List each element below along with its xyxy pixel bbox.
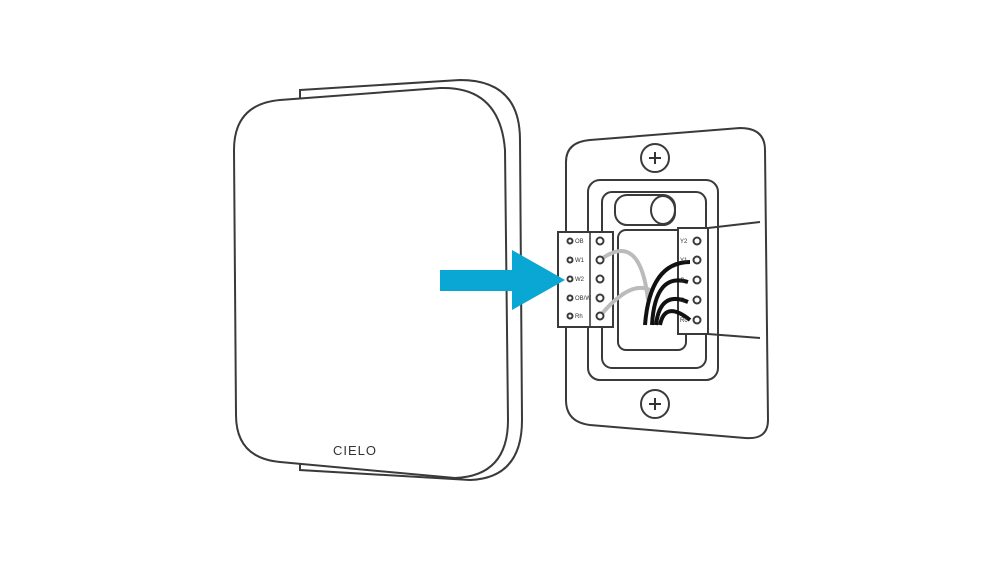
- terminal-label: C: [680, 298, 685, 304]
- thermostat-device: CIELO: [232, 78, 524, 482]
- terminal-label: W2: [575, 277, 585, 283]
- terminal-label: W1: [575, 258, 585, 264]
- arrow-right-icon: [440, 250, 565, 310]
- terminal-label: OB/W: [575, 296, 591, 302]
- right-terminals: Y2 Y1 G C Rc: [680, 236, 702, 325]
- terminal-label: Rc: [680, 318, 687, 324]
- left-terminals: OB W1 W2 OB/W Rh: [566, 236, 605, 321]
- terminal-label: Y2: [680, 239, 688, 245]
- brand-logo: CIELO: [333, 443, 377, 458]
- terminal-label: Y1: [680, 258, 688, 264]
- wall-plate: [557, 126, 770, 440]
- terminal-label: OB: [575, 239, 584, 245]
- terminal-label: G: [680, 278, 685, 284]
- terminal-label: Rh: [575, 314, 583, 320]
